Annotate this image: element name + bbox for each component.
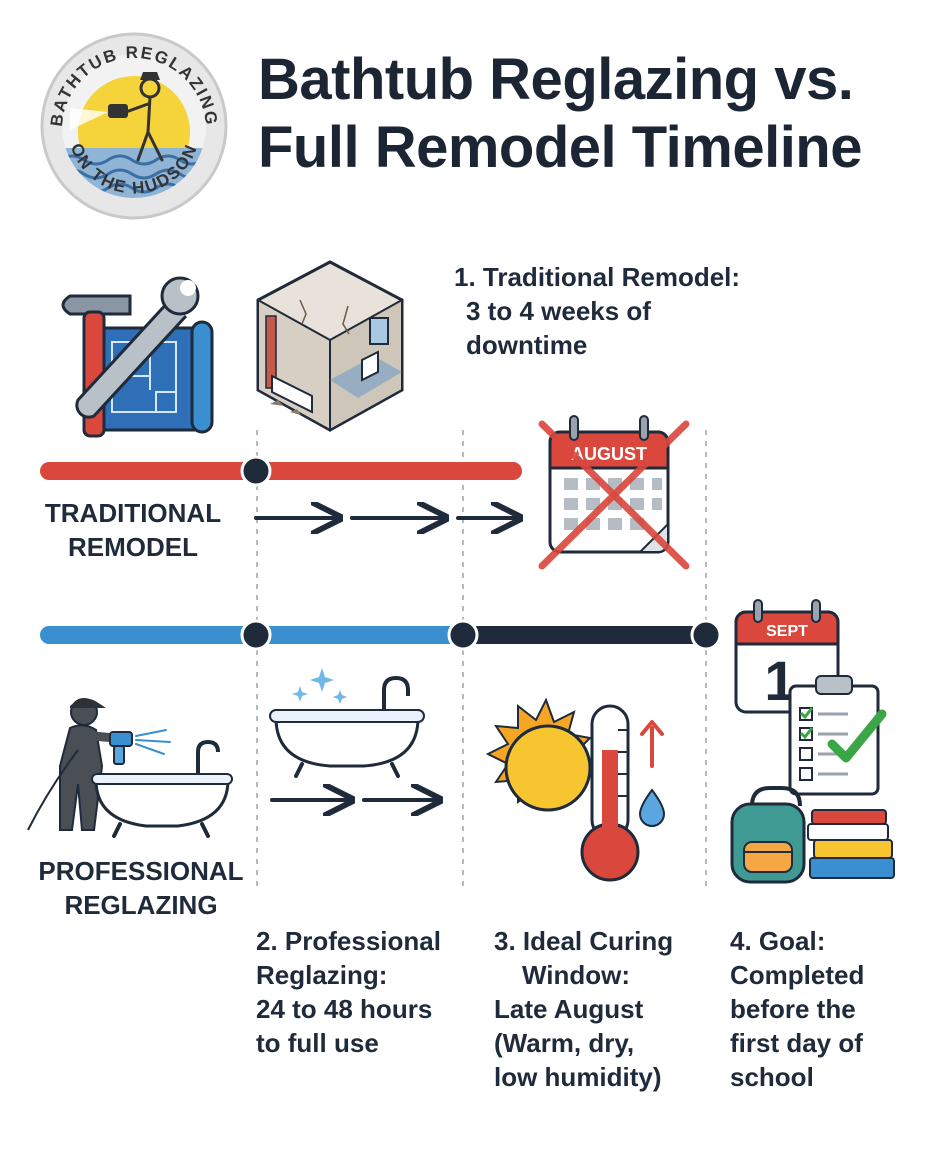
worker-spraying-tub-icon [27,698,233,838]
step-3-line-3: Late August [494,994,644,1024]
demolished-bathroom-icon [256,260,404,432]
checklist-icon [788,675,887,796]
professional-timeline [40,619,722,651]
page-title: Bathtub Reglazing vs. Full Remodel Timel… [258,46,918,182]
backpack-icon [730,786,806,884]
step-1-line-1: 1. Traditional Remodel: [454,262,741,292]
step-4-goal: 4. Goal: Completed before the first day … [730,924,864,1094]
step-3-line-5: low humidity) [494,1062,662,1092]
crossed-calendar-icon: AUGUST [538,415,690,570]
step-2-line-4: to full use [256,1028,379,1058]
step-2-line-2: Reglazing: [256,960,388,990]
step-4-line-3: before the [730,994,856,1024]
sept-label: SEPT [766,623,808,640]
curing-bar [450,626,706,644]
traditional-bar [40,462,522,480]
step-3-line-1: 3. Ideal Curing [494,926,674,956]
step-4-line-4: first day of [730,1028,863,1058]
august-label: AUGUST [571,444,647,464]
company-logo: BATHTUB REGLAZING ON THE HUDSON [40,32,228,220]
row-label-traditional-line-2: REMODEL [68,532,198,562]
row-label-professional: PROFESSIONAL REGLAZING [26,854,256,922]
step-2-line-1: 2. Professional [256,926,441,956]
water-drop-icon [638,788,666,827]
title-line-2: Full Remodel Timeline [258,115,863,180]
title-line-1: Bathtub Reglazing vs. [258,47,854,112]
step-3-line-2: Window: [522,960,631,990]
calendar-icon: SEPT 1 [734,599,840,714]
step-3-ideal-curing-window: 3. Ideal Curing Window: Late August (War… [494,924,673,1094]
row-label-traditional: TRADITIONAL REMODEL [30,496,236,564]
step-4-line-1: 4. Goal: [730,926,826,956]
step-1-line-2: 3 to 4 weeks of [466,296,651,326]
step-1-traditional-remodel: 1. Traditional Remodel: 3 to 4 weeks of … [454,260,740,362]
thermometer-icon [580,704,664,882]
clean-bathtub-icon [269,668,425,778]
step-1-line-3: downtime [466,330,588,360]
sun-icon [485,697,593,812]
traditional-node [240,455,272,487]
step-4-line-5: school [730,1062,814,1092]
row-label-traditional-line-1: TRADITIONAL [44,498,222,528]
step-2-professional-reglazing: 2. Professional Reglazing: 24 to 48 hour… [256,924,441,1060]
row-label-professional-line-2: REGLAZING [64,890,218,920]
traditional-timeline [40,455,522,487]
step-4-line-2: Completed [730,960,865,990]
books-icon [807,809,895,879]
hammer-wrench-blueprint-icon [61,276,214,438]
row-label-professional-line-1: PROFESSIONAL [38,856,244,886]
step-2-line-3: 24 to 48 hours [256,994,433,1024]
step-3-line-4: (Warm, dry, [494,1028,635,1058]
